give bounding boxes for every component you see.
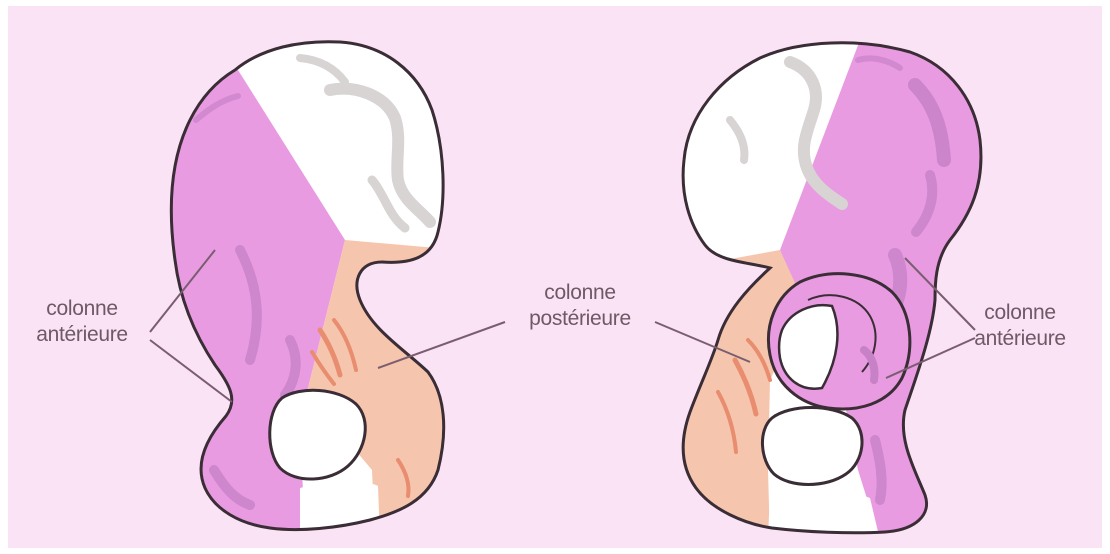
label-anterior-column-left: colonne antérieure [18,296,146,348]
label-middle-line1: colonne [505,280,655,306]
label-left-line1: colonne [18,296,146,322]
label-right-line2: antérieure [955,326,1085,352]
label-posterior-column: colonne postérieure [505,280,655,332]
label-middle-line2: postérieure [505,306,655,332]
label-left-line2: antérieure [18,322,146,348]
label-anterior-column-right: colonne antérieure [955,300,1085,352]
label-right-line1: colonne [955,300,1085,326]
